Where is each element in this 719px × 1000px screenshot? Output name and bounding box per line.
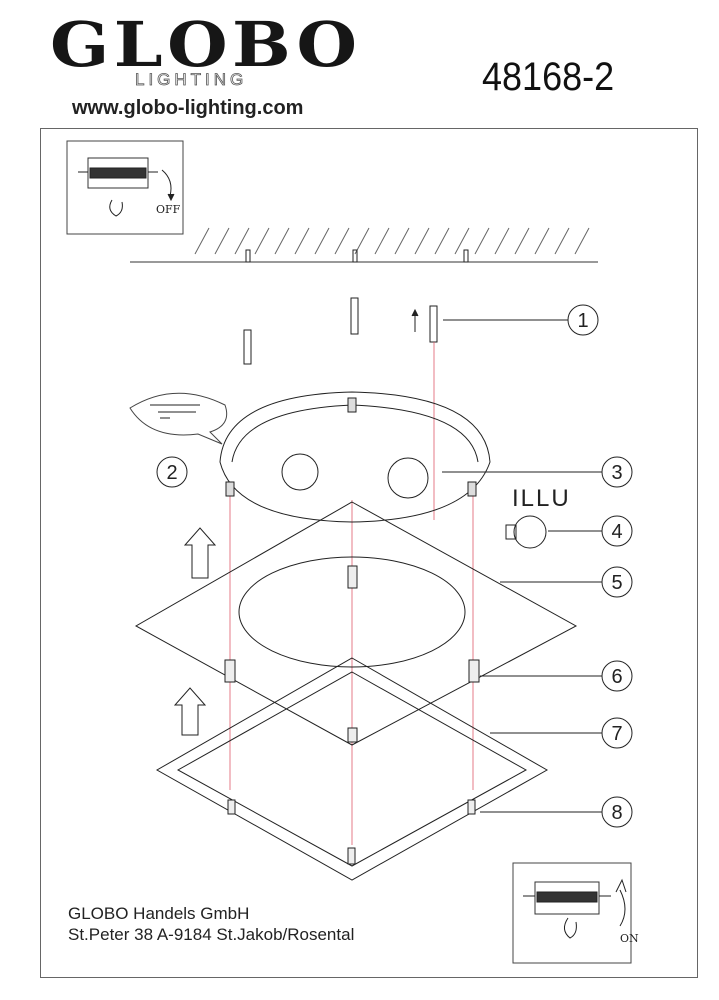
svg-text:6: 6 xyxy=(611,666,622,688)
callout-8: 8 xyxy=(601,796,633,828)
switch-off-illustration: OFF xyxy=(66,140,184,235)
switch-on-illustration: ON xyxy=(512,862,639,964)
svg-text:4: 4 xyxy=(611,521,622,543)
svg-text:2: 2 xyxy=(166,462,177,484)
callout-5: 5 xyxy=(601,566,633,598)
website-link[interactable]: www.globo-lighting.com xyxy=(72,97,304,119)
wiring-detail-bubble xyxy=(129,392,228,445)
svg-text:1: 1 xyxy=(577,310,588,332)
callout-6: 6 xyxy=(601,660,633,692)
guide-lines xyxy=(229,342,474,845)
glass-panel-lower xyxy=(155,657,549,881)
callout-1: 1 xyxy=(567,304,599,336)
model-number: 48168-2 xyxy=(482,55,615,99)
wall-plugs xyxy=(243,297,438,365)
ceiling-canopy xyxy=(219,391,491,523)
callout-markers: 1 2 3 4 5 6 7 8 xyxy=(156,304,633,828)
callout-7: 7 xyxy=(601,717,633,749)
switch-off-label: OFF xyxy=(156,203,181,216)
brand-logo: GLOBO xyxy=(50,8,362,81)
svg-text:7: 7 xyxy=(611,723,622,745)
brand-logo-sub: LIGHTING xyxy=(135,70,248,90)
instruction-frame xyxy=(40,128,698,978)
callout-2: 2 xyxy=(156,456,188,488)
glass-panel-upper xyxy=(134,501,578,746)
svg-text:3: 3 xyxy=(611,462,622,484)
bulb-label: ILLU xyxy=(512,485,571,512)
bulb-icon: ILLU xyxy=(505,485,571,549)
svg-text:5: 5 xyxy=(611,572,622,594)
callout-3: 3 xyxy=(601,456,633,488)
company-name: GLOBO Handels GmbH xyxy=(68,904,250,923)
company-street: St.Peter 38 A-9184 St.Jakob/Rosental xyxy=(68,925,355,944)
svg-text:8: 8 xyxy=(611,802,622,824)
callout-leaders xyxy=(442,319,602,813)
ceiling xyxy=(130,227,598,263)
callout-4: 4 xyxy=(601,515,633,547)
company-address: GLOBO Handels GmbH St.Peter 38 A-9184 St… xyxy=(68,903,354,945)
switch-on-label: ON xyxy=(620,932,639,945)
